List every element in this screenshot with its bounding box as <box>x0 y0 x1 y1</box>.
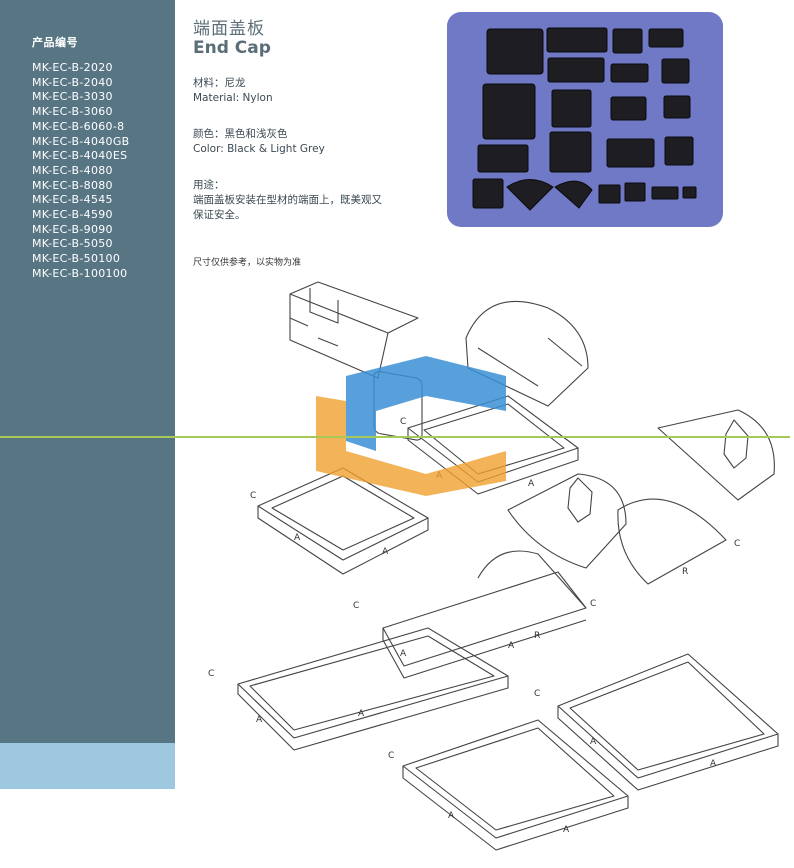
dimension-label-r: R <box>534 631 540 641</box>
model-item: MK-EC-B-50100 <box>32 252 121 266</box>
disclaimer-note: 尺寸仅供参考，以实物为准 <box>193 258 302 268</box>
model-item: MK-EC-B-4040ES <box>32 149 128 163</box>
product-photo <box>447 12 723 227</box>
divider-line <box>0 436 790 438</box>
product-title-cn: 端面盖板 <box>193 19 265 39</box>
model-item: MK-EC-B-6060-8 <box>32 119 125 133</box>
end-caps-photo <box>472 27 697 211</box>
model-item: MK-EC-B-4545 <box>32 193 113 207</box>
model-list: MK-EC-B-2020 MK-EC-B-2040 MK-EC-B-3030 M… <box>32 61 130 282</box>
color-en: Color: Black & Light Grey <box>193 143 325 155</box>
dimension-label-a: A <box>382 547 389 557</box>
dimension-label-a: A <box>710 759 717 769</box>
dimension-label-a: A <box>294 533 301 543</box>
dimension-label-c: C <box>388 751 394 761</box>
material-cn: 材料：尼龙 <box>193 77 246 89</box>
sidebar-heading: 产品编号 <box>32 36 78 49</box>
dimension-label-c: C <box>250 491 256 501</box>
dimension-label-a: A <box>448 811 455 821</box>
watermark-logo <box>316 356 506 496</box>
dimension-label-a: A <box>508 641 515 651</box>
model-item: MK-EC-B-9090 <box>32 222 113 236</box>
dimension-label-c: C <box>590 599 596 609</box>
dimension-label-r: R <box>682 567 688 577</box>
sidebar-panel: 产品编号 MK-EC-B-2020 MK-EC-B-2040 MK-EC-B-3… <box>0 0 175 743</box>
dimension-label-c: C <box>208 669 214 679</box>
usage-text-line1: 端面盖板安装在型材的端面上，既美观又 <box>193 194 382 206</box>
dimension-label-c: C <box>400 417 406 427</box>
model-item: MK-EC-B-4590 <box>32 208 113 222</box>
model-item: MK-EC-B-100100 <box>32 266 128 280</box>
model-item: MK-EC-B-3030 <box>32 90 113 104</box>
model-item: MK-EC-B-2040 <box>32 75 113 89</box>
dimension-label-a: A <box>563 825 570 835</box>
sidebar-bottom-block <box>0 743 175 789</box>
color-cn: 颜色：黑色和浅灰色 <box>193 128 288 140</box>
dimension-label-a: A <box>256 715 263 725</box>
product-title-en: End Cap <box>193 38 271 58</box>
usage-label: 用途： <box>193 179 225 191</box>
dimension-label-c: C <box>534 689 540 699</box>
dimension-label-c: C <box>353 601 359 611</box>
usage-text-line2: 保证安全。 <box>193 209 246 221</box>
material-en: Material: Nylon <box>193 92 273 104</box>
dimension-label-a: A <box>590 737 597 747</box>
model-item: MK-EC-B-4040GB <box>32 134 130 148</box>
dimension-label-a: A <box>358 709 365 719</box>
model-item: MK-EC-B-3060 <box>32 105 113 119</box>
model-item: MK-EC-B-5050 <box>32 237 113 251</box>
dimension-label-c: C <box>734 539 740 549</box>
model-item: MK-EC-B-4080 <box>32 163 113 177</box>
model-item: MK-EC-B-2020 <box>32 61 113 74</box>
dimension-label-a: A <box>400 649 407 659</box>
model-item: MK-EC-B-8080 <box>32 178 113 192</box>
dimension-label-a: A <box>528 479 535 489</box>
